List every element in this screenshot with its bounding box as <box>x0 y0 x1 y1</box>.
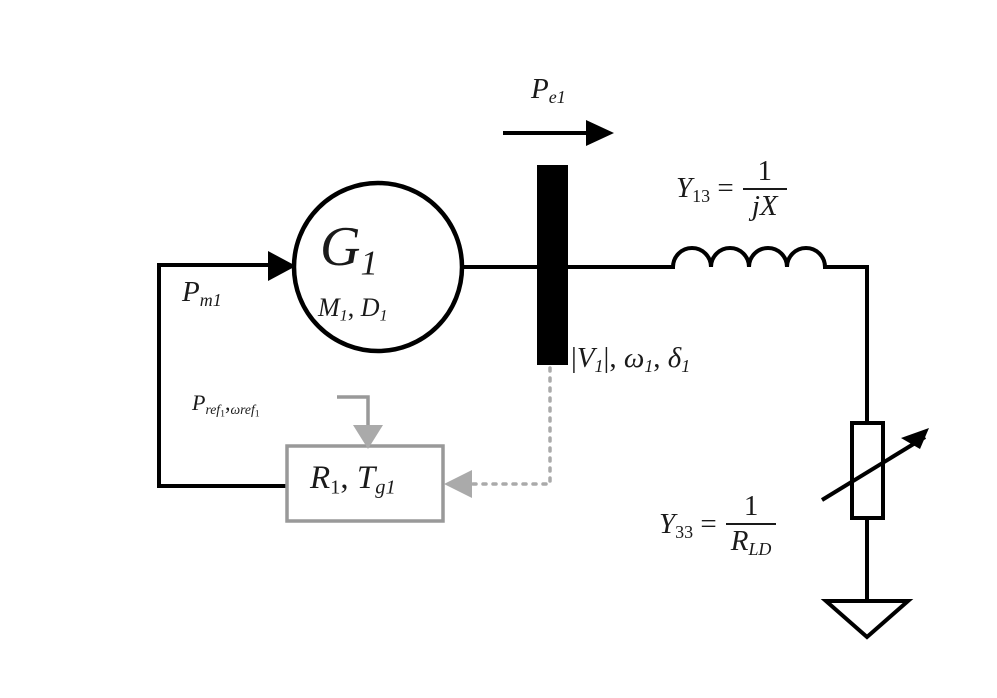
inductor-coil <box>671 246 827 269</box>
line-admittance-numerator: 1 <box>757 155 772 187</box>
load-admittance-label: Y33 = 1 RLD <box>659 490 777 560</box>
generator-parameters-label: M1, D1 <box>318 293 388 325</box>
fraction-bar <box>742 187 787 191</box>
generator-main-label: G1 <box>320 216 378 283</box>
mechanical-power-path <box>157 251 296 488</box>
load-admittance-numerator: 1 <box>743 490 759 522</box>
reference-input-label: Pref1,ωref1 <box>192 390 260 420</box>
bus-feedback-dotted-line <box>444 366 552 498</box>
line-admittance-denominator: jX <box>751 190 778 223</box>
ground-symbol <box>820 599 914 640</box>
fraction-bar <box>725 522 777 526</box>
governor-parameters-label: R1, Tg1 <box>310 460 396 499</box>
bus-state-label: |V1|, ω1, δ1 <box>571 342 691 377</box>
governor-box[interactable] <box>285 444 445 523</box>
variable-resistor-load <box>820 421 929 520</box>
electrical-power-arrow <box>503 120 614 146</box>
reference-input-arrow <box>337 395 383 449</box>
mechanical-power-label: Pm1 <box>182 276 222 311</box>
line-to-load-wire <box>823 265 869 423</box>
line-admittance-label: Y13 = 1 jX <box>676 155 787 223</box>
load-admittance-denominator: RLD <box>730 525 772 560</box>
electrical-power-label: Pe1 <box>531 73 566 108</box>
